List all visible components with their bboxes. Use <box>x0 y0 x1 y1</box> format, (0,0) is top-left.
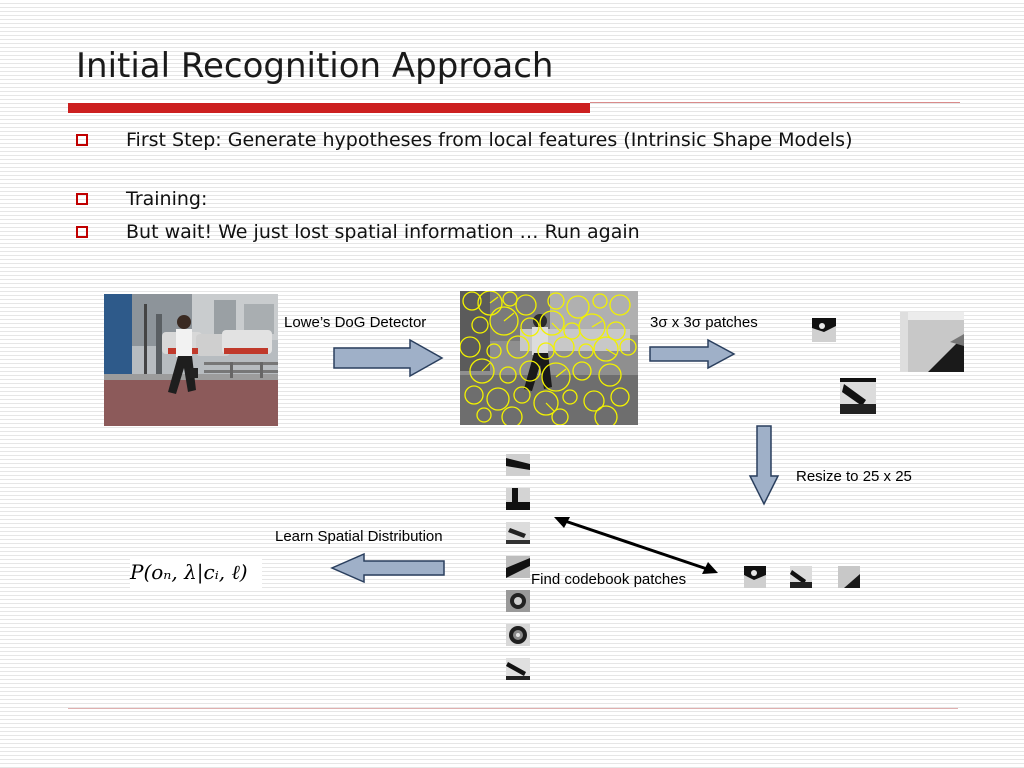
slide-title: Initial Recognition Approach <box>76 46 554 86</box>
bullet-marker-1 <box>76 134 88 146</box>
bullet-marker-2 <box>76 193 88 205</box>
double-arrow <box>548 512 724 580</box>
bullet-text-1: First Step: Generate hypotheses from loc… <box>126 129 853 151</box>
patch-large <box>900 312 964 372</box>
street-photo <box>104 294 278 426</box>
bullet-marker-3 <box>76 226 88 238</box>
learn-label: Learn Spatial Distribution <box>275 528 443 545</box>
dog-detector-label: Lowe’s DoG Detector <box>284 314 427 331</box>
resized-patch-1 <box>744 566 766 588</box>
bullet-text-3: But wait! We just lost spatial informati… <box>126 221 640 243</box>
arrow-down <box>748 424 780 506</box>
codebook-patch-7 <box>506 658 530 680</box>
resized-patch-2 <box>790 566 812 588</box>
codebook-patch-1 <box>506 454 530 476</box>
arrow-right-1 <box>332 338 446 378</box>
title-rule-thick <box>68 103 590 113</box>
codebook-patch-2 <box>506 488 530 510</box>
arrow-right-2 <box>648 338 738 370</box>
codebook-patch-6 <box>506 624 530 646</box>
arrow-left <box>328 552 446 584</box>
formula: P(oₙ, λ|cᵢ, ℓ) <box>130 556 262 588</box>
patch-small-2 <box>840 378 876 414</box>
codebook-label: Find codebook patches <box>531 571 687 588</box>
codebook-patch-5 <box>506 590 530 612</box>
resize-label: Resize to 25 x 25 <box>796 468 912 485</box>
resized-patch-3 <box>838 566 860 588</box>
codebook-patch-4 <box>506 556 530 578</box>
codebook-patch-3 <box>506 522 530 544</box>
bullet-text-2: Training: <box>126 188 208 210</box>
patches-label: 3σ x 3σ patches <box>650 314 758 331</box>
keypoint-photo <box>460 291 638 425</box>
footer-rule <box>68 708 958 709</box>
title-rule-thin <box>590 102 960 103</box>
patch-small-1 <box>812 318 836 342</box>
